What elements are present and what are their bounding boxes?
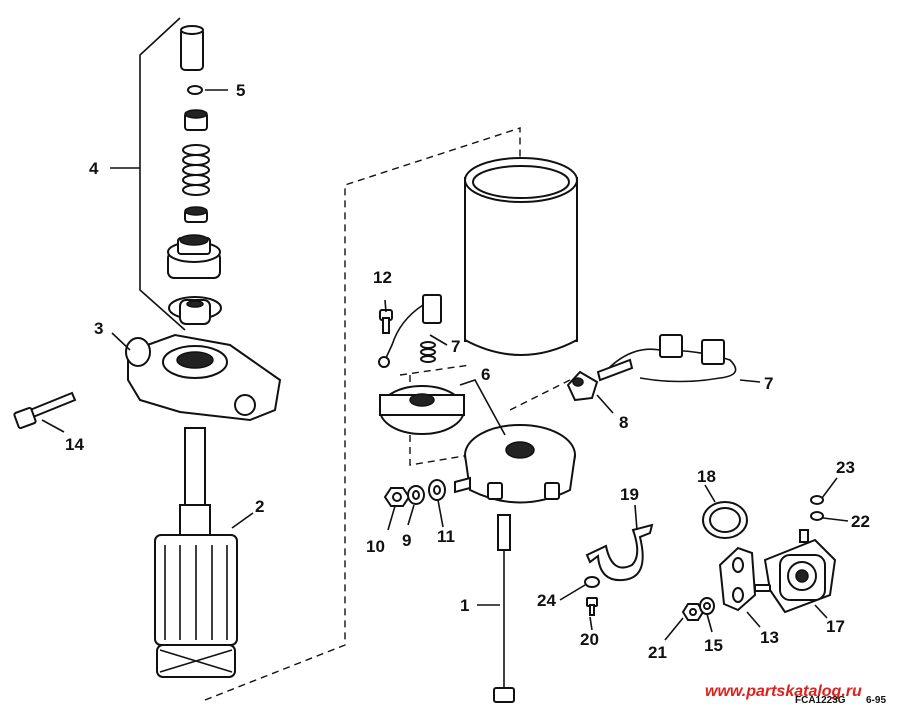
strap-screw (586, 597, 598, 616)
figure-code: FCA1223G (795, 695, 846, 706)
mounting-bolt (13, 391, 77, 430)
drive-spring (182, 144, 210, 196)
strap-washer (584, 576, 600, 588)
drive-collar (184, 109, 208, 131)
positive-brush-assembly (596, 334, 737, 383)
retaining-ring (187, 85, 203, 95)
callout-8: 8 (619, 413, 628, 432)
callout-10: 10 (366, 537, 385, 556)
callout-6: 6 (481, 365, 490, 384)
leader-4 (139, 17, 186, 331)
callout-9: 9 (402, 531, 411, 550)
callout-17: 17 (826, 617, 845, 636)
lock-washer (407, 485, 425, 505)
callout-19: 19 (620, 485, 639, 504)
solenoid (754, 529, 837, 614)
callout-14: 14 (65, 435, 84, 454)
callout-12: 12 (373, 268, 392, 287)
callout-2: 2 (255, 497, 264, 516)
field-frame (464, 157, 578, 356)
callout-3: 3 (94, 319, 103, 338)
solenoid-boot (702, 501, 748, 539)
callout-7-left: 7 (451, 337, 460, 356)
brush-screw (379, 309, 393, 334)
pinion-gear (167, 234, 221, 279)
through-bolt (493, 514, 515, 703)
nut (383, 487, 411, 507)
callout-13: 13 (760, 628, 779, 647)
brush-leads (378, 294, 442, 368)
callout-5: 5 (236, 81, 245, 100)
callout-18: 18 (697, 467, 716, 486)
callout-22: 22 (851, 512, 870, 531)
assembly-dashed-line (204, 127, 521, 701)
terminal-nut (810, 511, 824, 521)
terminal-insulator (566, 370, 599, 402)
armature (154, 427, 238, 678)
callout-20: 20 (580, 630, 599, 649)
callout-4: 4 (89, 159, 99, 178)
callout-21: 21 (648, 643, 667, 662)
solenoid-bracket (718, 546, 757, 612)
solenoid-lock-washer (699, 597, 715, 615)
figure-date-code: 6-95 (866, 695, 887, 706)
solenoid-nut (681, 603, 705, 621)
callout-1: 1 (460, 596, 469, 615)
drive-sleeve (180, 25, 204, 71)
spring-cup (184, 206, 208, 223)
callout-24: 24 (537, 591, 556, 610)
thrust-washer (168, 296, 222, 325)
flat-washer (428, 479, 446, 501)
callout-23: 23 (836, 458, 855, 477)
callout-7-right: 7 (764, 374, 773, 393)
brush-plate (379, 385, 465, 435)
drive-end-cap (125, 333, 282, 422)
terminal-washer (810, 495, 824, 505)
watermark: www.partskatalog.ru (705, 683, 862, 700)
callout-15: 15 (704, 636, 723, 655)
mounting-strap (585, 523, 654, 582)
callout-11: 11 (437, 527, 455, 546)
commutator-end-cap (454, 424, 576, 504)
